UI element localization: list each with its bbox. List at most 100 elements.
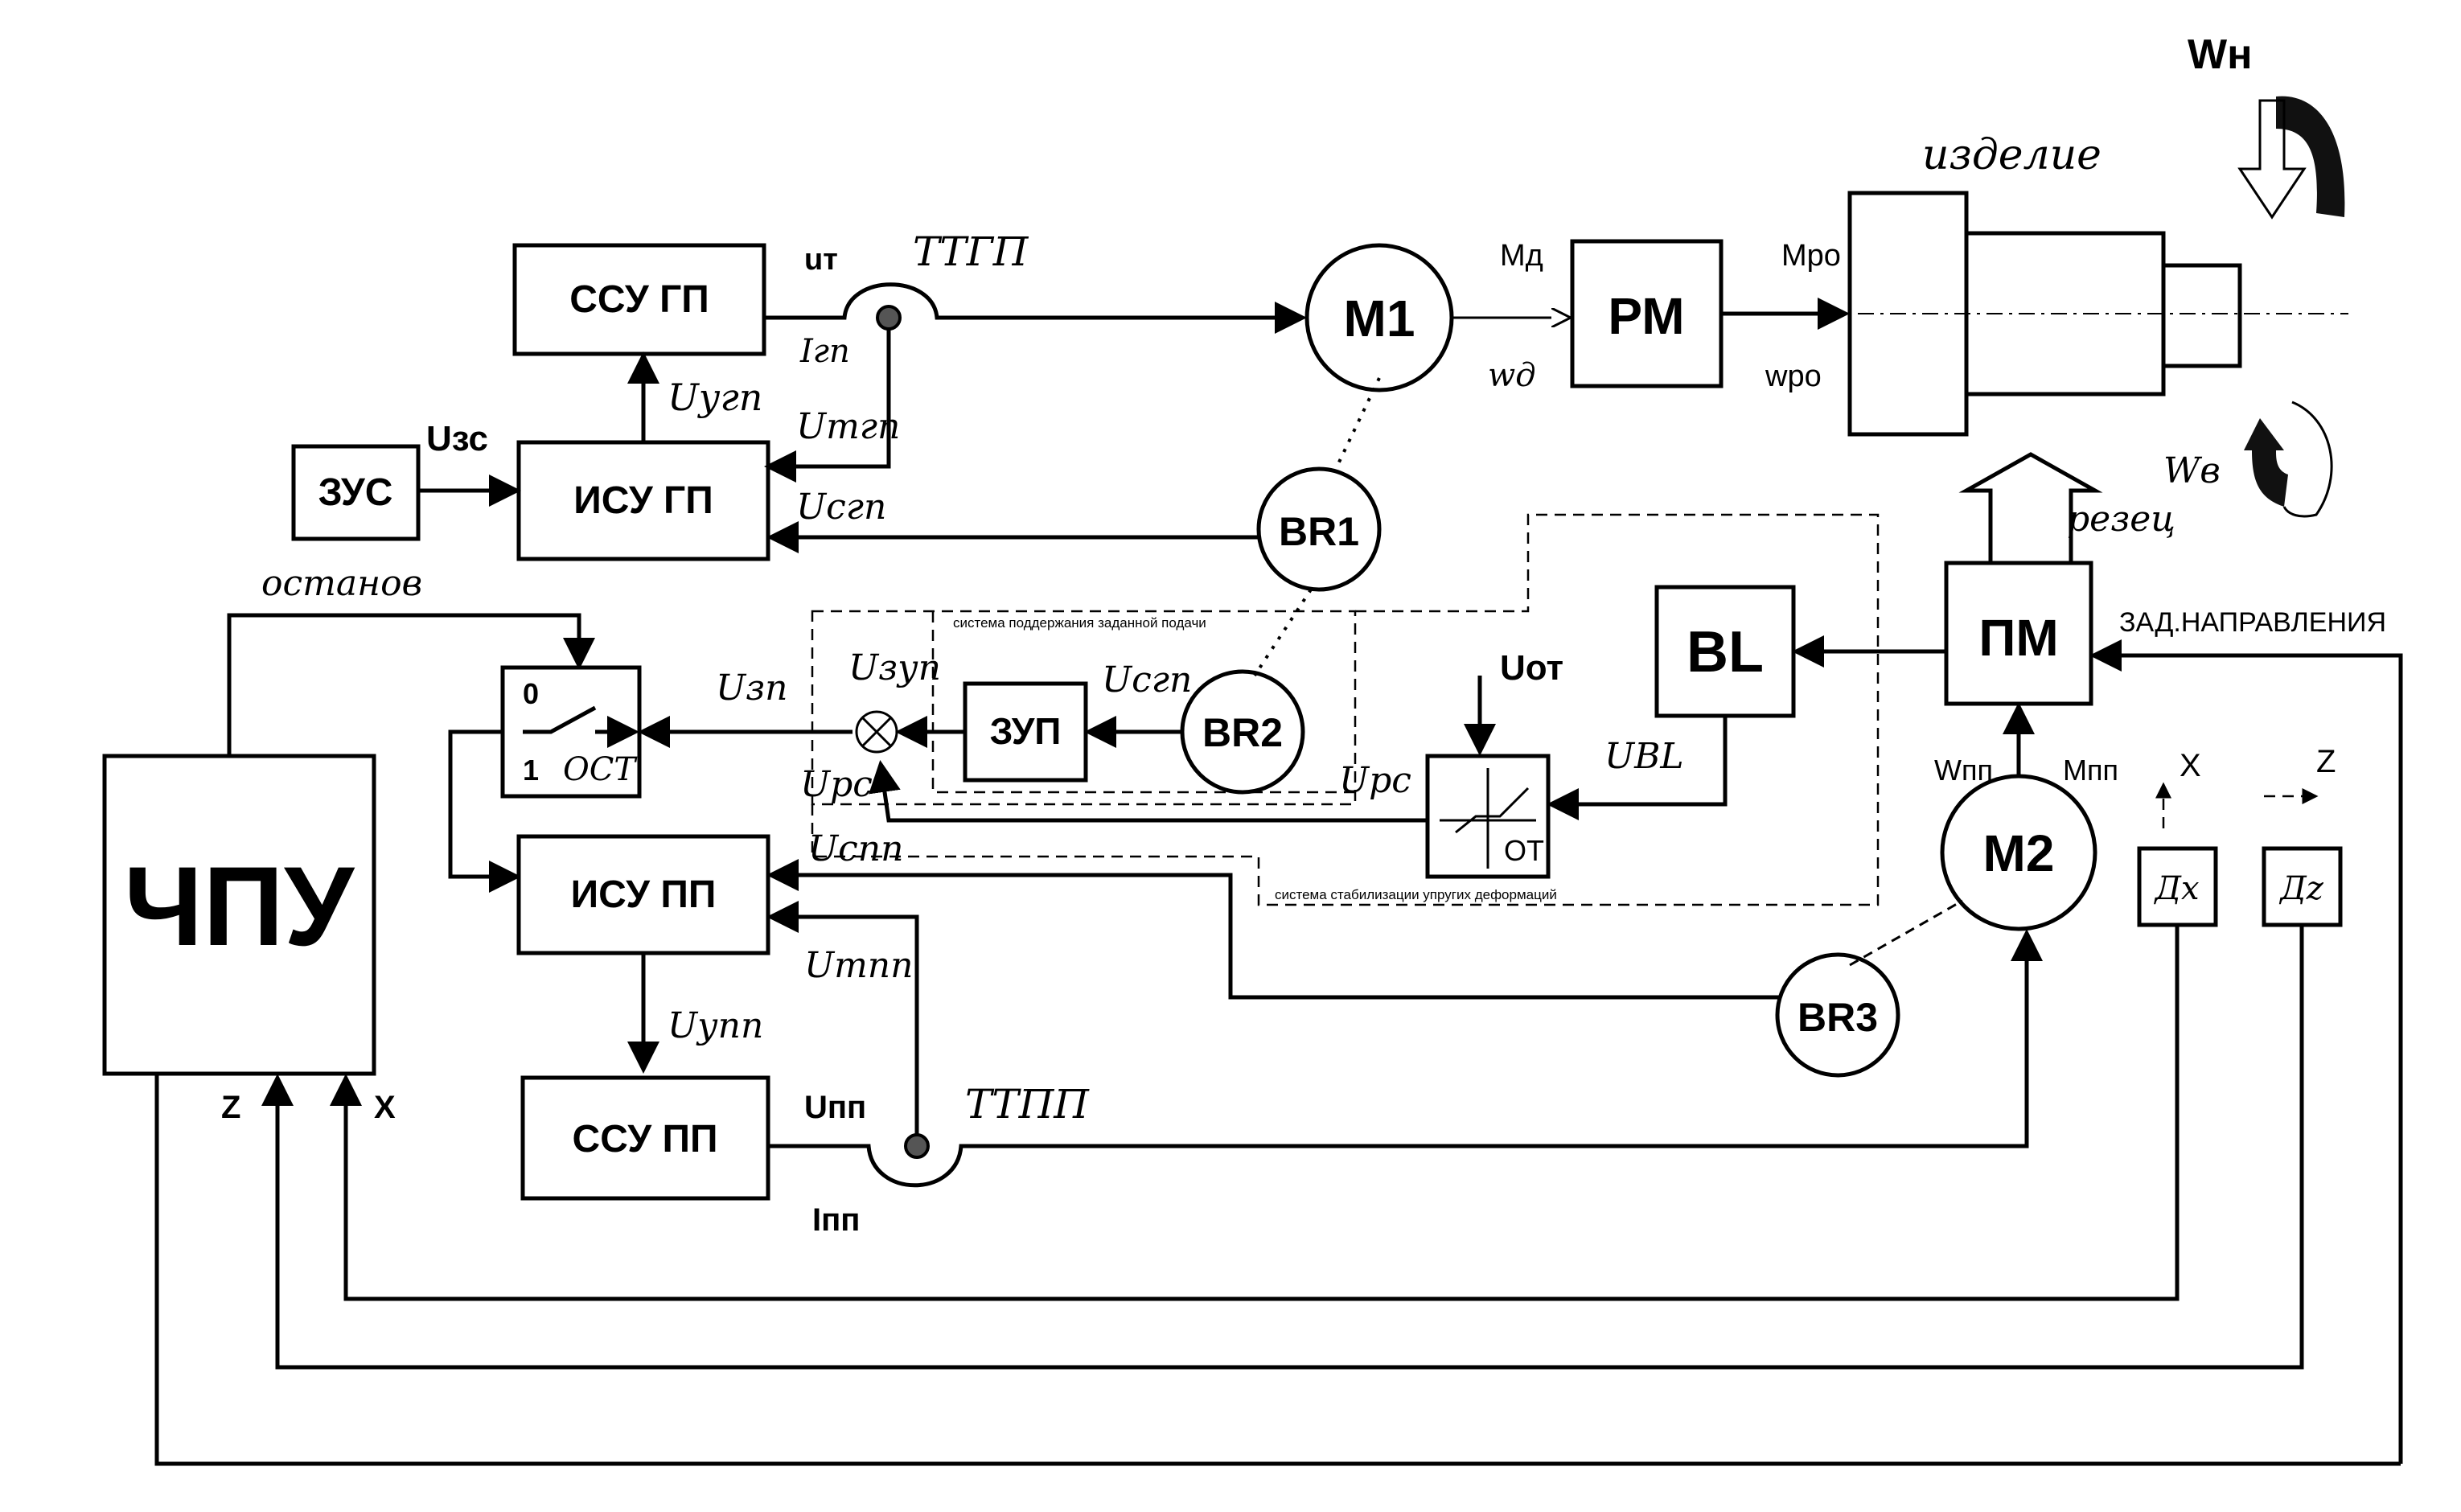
dz-to-chpu-line [261, 925, 2304, 1370]
br2-label: BR2 [1202, 710, 1283, 755]
br3-to-isupp-line [766, 859, 1785, 1000]
u-cgp-top-label: Uсгп [796, 487, 886, 528]
rotation-top-arrow-icon [2237, 99, 2307, 220]
w-d-label: wд [1488, 357, 1536, 394]
ssugp-output-line [764, 282, 1295, 320]
feed-system-boundary [811, 610, 1357, 806]
zus-label: ЗУС [318, 471, 393, 514]
ot-to-sum-line [869, 760, 1428, 823]
dx-label: Дx [2153, 870, 2199, 907]
switch-one-label: 1 [523, 754, 539, 787]
br1-sensor [1256, 466, 1382, 592]
pm-block [1944, 561, 2093, 706]
w-n-label: Wн [2188, 31, 2253, 78]
chpu-stop-line [227, 613, 595, 756]
x-axis-label: X [2180, 748, 2201, 783]
switch-zero-label: 0 [523, 677, 539, 710]
ot-label: ОТ [1504, 834, 1544, 867]
br3-sensor [1775, 952, 1900, 1078]
dz-label: Дz [2278, 870, 2324, 907]
rotation-bottom-arc-icon [2282, 401, 2333, 518]
m-ro-label: Мро [1781, 239, 1841, 273]
ssugp-block [512, 243, 766, 356]
zad-napr-label: ЗАД.НАПРАВЛЕНИЯ [2119, 607, 2386, 638]
u-rc-label: Uрс [1339, 760, 1411, 801]
z-axis-label: Z [2316, 744, 2336, 779]
u-spp-label: Uспп [808, 828, 903, 869]
rm-label: РМ [1608, 287, 1684, 345]
isupp-block [516, 834, 770, 955]
ttpp-label: ТТПП [965, 1081, 1090, 1128]
izdelie-label: изделие [1922, 131, 2102, 179]
ssupp-label: ССУ ПП [573, 1118, 718, 1161]
u-tgp-label: Uтгп [796, 406, 900, 447]
chpu-label: ЧПУ [124, 843, 355, 969]
m2-br3-link [1849, 899, 1963, 967]
bl-to-ot-line [1547, 716, 1728, 820]
br3-label: BR3 [1797, 995, 1878, 1040]
m-d-label: Мд [1500, 239, 1543, 273]
ssugp-label: ССУ ГП [569, 278, 709, 321]
u-tpp-label: Uтпп [804, 945, 913, 986]
i-pp-label: Iпп [812, 1202, 860, 1238]
w-v-label: Wв [2163, 450, 2221, 491]
w-ro-label: wро [1765, 360, 1822, 393]
u-upp-label: Uупп [668, 1005, 763, 1046]
br1-label: BR1 [1279, 509, 1359, 554]
sys-feed-label: система поддержания заданной подачи [953, 615, 1206, 631]
i-gp-label: Iгп [799, 333, 850, 370]
br1-br2-link [1253, 588, 1313, 677]
dx-sensor [2137, 846, 2218, 927]
chpu-block [102, 754, 376, 1076]
zup-label: ЗУП [990, 710, 1062, 752]
u-cgp-mid-label: Uсгп [1102, 659, 1192, 701]
feed-system-inner-boundary [931, 611, 1355, 794]
isugp-label: ИСУ ГП [573, 479, 713, 522]
stabilization-system-boundary [811, 513, 1880, 906]
u-zup-label: Uзуп [848, 647, 941, 688]
rm-block [1570, 239, 1724, 388]
ostanov-label: останов [261, 563, 422, 604]
dz-sensor [2262, 846, 2343, 927]
m2-label: М2 [1983, 824, 2055, 882]
u-ugp-label: Uугп [668, 376, 762, 419]
rotation-bottom-icon [2244, 418, 2288, 507]
zus-block [291, 444, 421, 541]
chpu-z-label: Z [221, 1090, 240, 1125]
u-ot-label: Uот [1500, 648, 1563, 688]
zup-block [963, 681, 1088, 783]
ttgp-label: ТТГП [913, 228, 1029, 275]
summing-junction-cross-icon [861, 716, 893, 748]
cutter-arrow-icon [1958, 452, 2103, 563]
m1-label: М1 [1344, 290, 1415, 347]
chpu-x-label: X [374, 1090, 396, 1125]
rezets-label: резец [2067, 499, 2175, 540]
w-pp-label: Wпп [1934, 754, 1993, 787]
ssupp-output-line [768, 929, 2043, 1188]
u-rc2-label: Uрс [800, 764, 873, 805]
pm-label: ПМ [1978, 609, 2058, 667]
bl-label: BL [1687, 620, 1764, 684]
switch-contact-icon [523, 708, 635, 732]
switch-to-isupp-line [448, 729, 521, 893]
current-sensor-pp [904, 1133, 930, 1159]
rotation-top-icon [2276, 96, 2345, 217]
current-feedback-gp-line [764, 329, 891, 483]
m1-br1-link [1333, 377, 1381, 471]
u-zs-label: Uзс [426, 419, 488, 458]
switch-ost-label: ОСТ [563, 751, 638, 788]
dx-to-chpu-line [330, 925, 2180, 1301]
m-pp-label: Мпп [2063, 754, 2118, 787]
u-bl-label: UBL [1604, 736, 1684, 777]
ot-characteristic-icon [1440, 768, 1536, 869]
ssupp-block [520, 1075, 770, 1201]
u-tp-label: uт [804, 243, 838, 277]
workpiece-shaft-end [2161, 263, 2242, 368]
direction-to-pm-line [2089, 639, 2403, 1464]
current-feedback-pp-line [766, 901, 919, 1134]
u-zp-label: Uзп [716, 668, 787, 709]
chpu-direction-line [154, 1074, 2401, 1466]
u-pp-label: Uпп [804, 1090, 866, 1125]
sys-stab-label: система стабилизации упругих деформаций [1275, 887, 1557, 902]
